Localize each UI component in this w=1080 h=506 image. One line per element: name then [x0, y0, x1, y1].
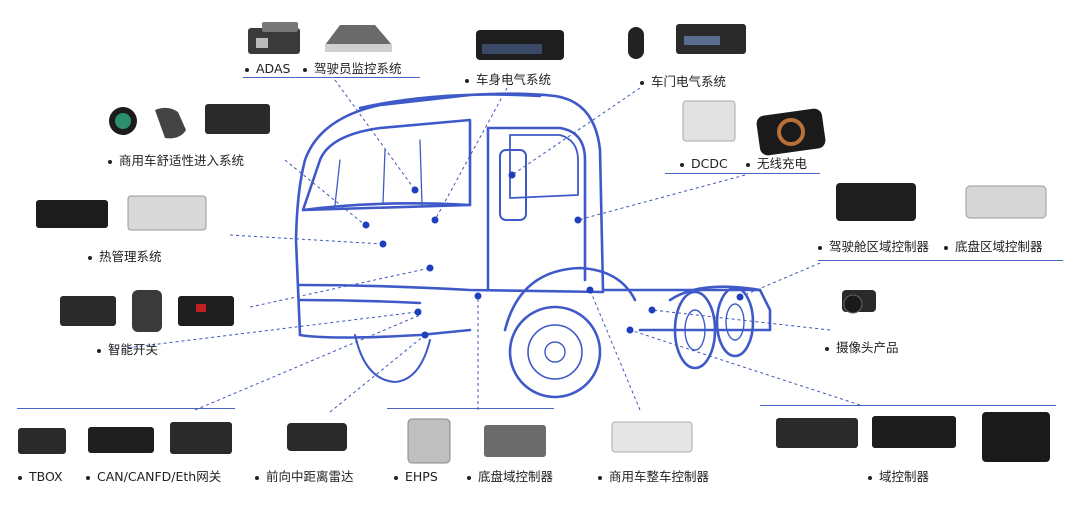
- bullet-dot: [108, 159, 112, 164]
- label-adas: ADAS: [245, 61, 290, 77]
- label-text: DCDC: [691, 156, 728, 171]
- label-smart-switch: 智能开关: [97, 342, 158, 358]
- bullet-dot: [18, 475, 22, 480]
- ecu-box-icon: [682, 100, 736, 142]
- bullet-dot: [825, 346, 829, 351]
- label-tbox: TBOX: [18, 469, 63, 485]
- switch-panel-icon: [60, 290, 234, 332]
- bullet-dot: [88, 255, 92, 260]
- label-driver-monitor: 驾驶员监控系统: [303, 61, 402, 77]
- ecu-box-icon: [36, 195, 207, 231]
- key-fob-icon: [628, 27, 644, 59]
- label-chassis-zone: 底盘区域控制器: [944, 239, 1043, 255]
- bullet-dot: [680, 162, 684, 167]
- bullet-dot: [944, 245, 948, 250]
- label-thermal: 热管理系统: [88, 249, 162, 265]
- bullet-dot: [394, 475, 398, 480]
- ecu-box-icon: [476, 30, 564, 60]
- label-body-electric: 车身电气系统: [465, 72, 551, 88]
- label-text: 热管理系统: [99, 249, 162, 264]
- bullet-dot: [245, 67, 249, 72]
- label-text: 底盘区域控制器: [955, 239, 1043, 254]
- rule-bottom-right: [760, 405, 1056, 406]
- radar-module-icon: [287, 423, 347, 451]
- bullet-dot: [303, 67, 307, 72]
- bullet-dot: [640, 80, 644, 85]
- bullet-dot: [868, 475, 872, 480]
- rule-adas: [243, 77, 420, 78]
- bullet-dot: [255, 475, 259, 480]
- label-text: 智能开关: [108, 342, 159, 357]
- label-text: 车身电气系统: [476, 72, 552, 87]
- ecu-box-icon: [676, 24, 746, 54]
- camera-module-icon: [842, 290, 876, 314]
- label-text: 无线充电: [757, 156, 808, 171]
- label-vehicle-ctrl: 商用车整车控制器: [598, 469, 709, 485]
- ecu-box-icon: [611, 421, 693, 453]
- key-fob-icon: [155, 107, 186, 139]
- bullet-dot: [86, 475, 90, 480]
- label-text: 域控制器: [879, 469, 930, 484]
- rule-dcdc: [665, 173, 820, 174]
- truck-outline: [294, 92, 772, 399]
- bullet-dot: [465, 78, 469, 83]
- ecu-box-icon: [836, 183, 1047, 221]
- bullet-dot: [746, 162, 750, 167]
- camera-module-icon: [325, 25, 392, 52]
- label-text: 驾驶舱区域控制器: [829, 239, 930, 254]
- label-text: TBOX: [29, 469, 63, 484]
- label-text: CAN/CANFD/Eth网关: [97, 469, 222, 484]
- rule-bottom-mid: [387, 408, 554, 409]
- bullet-dot: [598, 475, 602, 480]
- wireless-pad-icon: [756, 108, 826, 156]
- label-domain-ctrl: 域控制器: [868, 469, 929, 485]
- label-chassis-domain: 底盘域控制器: [467, 469, 553, 485]
- leader-lines: [109, 79, 861, 413]
- label-cockpit-domain: 驾驶舱区域控制器: [818, 239, 929, 255]
- label-comfort-entry: 商用车舒适性进入系统: [108, 153, 244, 169]
- label-text: 驾驶员监控系统: [314, 61, 402, 76]
- label-text: 摄像头产品: [836, 340, 899, 355]
- label-ehps: EHPS: [394, 469, 438, 485]
- label-door-electric: 车门电气系统: [640, 74, 726, 90]
- label-text: 底盘域控制器: [478, 469, 554, 484]
- ecu-box-icon: [18, 422, 232, 454]
- label-text: 商用车整车控制器: [609, 469, 710, 484]
- ecu-box-icon: [248, 22, 300, 54]
- label-camera: 摄像头产品: [825, 340, 899, 356]
- ecu-box-icon: [484, 425, 546, 457]
- motor-pump-icon: [407, 418, 451, 464]
- bullet-dot: [97, 348, 101, 353]
- ecu-box-icon: [776, 412, 1050, 462]
- label-text: EHPS: [405, 469, 438, 484]
- rule-bottom-left: [17, 408, 235, 409]
- label-text: 车门电气系统: [651, 74, 727, 89]
- label-text: ADAS: [256, 61, 291, 76]
- label-text: 商用车舒适性进入系统: [119, 153, 245, 168]
- bullet-dot: [467, 475, 471, 480]
- ecu-box-icon: [205, 104, 270, 134]
- label-radar: 前向中距离雷达: [255, 469, 354, 485]
- label-wireless-charge: 无线充电: [746, 156, 807, 172]
- start-button-icon: [109, 107, 137, 135]
- label-gateway: CAN/CANFD/Eth网关: [86, 469, 221, 485]
- bullet-dot: [818, 245, 822, 250]
- connection-dots: [362, 171, 744, 339]
- rule-cockpit: [818, 260, 1063, 261]
- label-dcdc: DCDC: [680, 156, 728, 172]
- label-text: 前向中距离雷达: [266, 469, 354, 484]
